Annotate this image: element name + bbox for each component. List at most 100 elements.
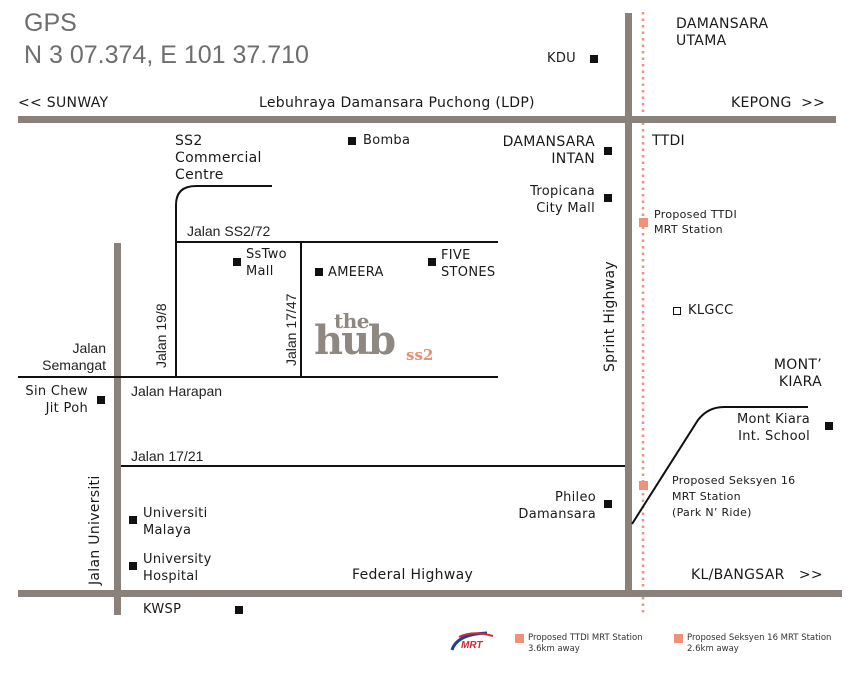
legend-ttdi-swatch-icon: [515, 634, 524, 643]
kwsp-label: KWSP: [143, 602, 182, 617]
mont-kiara-label: MONT’ KIARA: [760, 357, 822, 391]
damansara-intan-label: DAMANSARA INTAN: [480, 134, 595, 168]
logo-hub: hub: [314, 317, 396, 364]
ttdi-station-line-2: MRT Station: [654, 223, 723, 236]
five-stones-line-2: STONES: [441, 265, 496, 280]
damansara-intan-line-2: INTAN: [551, 151, 595, 167]
universiti-malaya-label: Universiti Malaya: [143, 505, 208, 539]
sin-chew-marker-icon: [97, 396, 105, 404]
damansara-utama-label: DAMANSARA UTAMA: [676, 16, 768, 50]
legend-ttdi-title: Proposed TTDI MRT Station: [528, 633, 643, 643]
federal-highway-label: Federal Highway: [352, 567, 474, 583]
s16-station-line-2: MRT Station: [672, 490, 741, 503]
tropicana-line-1: Tropicana: [530, 184, 595, 199]
uh-line-2: Hospital: [143, 569, 199, 584]
phileo-line-1: Phileo: [554, 490, 596, 505]
kdu-marker-icon: [590, 55, 598, 63]
damansara-intan-marker-icon: [604, 147, 612, 155]
jalan-semangat-line-2: Semangat: [42, 357, 106, 373]
jalan-universiti-label: Jalan Universiti: [87, 475, 103, 585]
damansara-utama-line-1: DAMANSARA: [676, 16, 769, 32]
the-hub-ss2-logo: the hub ss2: [314, 309, 454, 371]
kwsp-marker-icon: [235, 606, 243, 614]
damansara-utama-line-2: UTAMA: [676, 33, 727, 49]
tropicana-city-mall-label: Tropicana City Mall: [500, 183, 595, 217]
sprint-highway-label: Sprint Highway: [602, 261, 618, 372]
sprint-highway: [625, 13, 632, 591]
um-line-1: Universiti: [143, 506, 208, 521]
seksyen16-mrt-station-marker-icon: [639, 481, 648, 490]
sstwo-mall-marker-icon: [233, 258, 241, 266]
sin-chew-jit-poh-label: Sin Chew Jit Poh: [8, 383, 88, 417]
um-line-2: Malaya: [143, 523, 192, 538]
five-stones-line-1: FIVE: [441, 248, 471, 263]
jalan-semangat-label: Jalan Semangat: [30, 340, 106, 374]
mkis-line-1: Mont Kiara: [736, 412, 810, 427]
s16-station-line-3: (Park N’ Ride): [672, 506, 752, 519]
kdu-label: KDU: [547, 51, 576, 66]
jalan-17-47-label: Jalan 17/47: [283, 293, 299, 366]
mont-kiara-road: [631, 406, 808, 525]
phileo-damansara-label: Phileo Damansara: [500, 489, 596, 523]
five-stones-label: FIVE STONES: [441, 247, 495, 281]
kl-bangsar-direction-label: KL/BANGSAR >>: [691, 567, 823, 583]
federal-highway: [18, 590, 842, 597]
ss2-cc-line-2: Commercial: [175, 150, 262, 166]
five-stones-marker-icon: [428, 258, 436, 266]
mont-kiara-int-school-label: Mont Kiara Int. School: [720, 411, 810, 445]
uh-line-1: University: [143, 552, 212, 567]
ttdi-mrt-station-marker-icon: [639, 218, 648, 227]
jalan-universiti-highway: [114, 243, 121, 615]
klgcc-marker-icon: [673, 307, 681, 315]
ttdi-mrt-station-label: Proposed TTDI MRT Station: [654, 207, 737, 237]
universiti-malaya-marker-icon: [129, 516, 137, 524]
phileo-line-2: Damansara: [518, 507, 596, 522]
damansara-intan-line-1: DAMANSARA: [502, 134, 595, 150]
sin-chew-line-2: Jit Poh: [45, 401, 88, 416]
bomba-label: Bomba: [363, 133, 411, 148]
mrt-logo: MRT: [449, 628, 495, 654]
university-hospital-label: University Hospital: [143, 551, 212, 585]
phileo-marker-icon: [604, 500, 612, 508]
jalan-harapan-label: Jalan Harapan: [131, 383, 223, 399]
ldp-highway: [18, 116, 836, 123]
ameera-label: AMEERA: [328, 265, 384, 280]
ss2-cc-line-3: Centre: [175, 167, 224, 183]
sstwo-mall-label: SsTwo Mall: [246, 246, 287, 280]
gps-title: GPS: [24, 9, 77, 37]
tropicana-line-2: City Mall: [536, 201, 595, 216]
ttdi-station-line-1: Proposed TTDI: [654, 208, 737, 221]
mont-kiara-int-school-marker-icon: [825, 422, 833, 430]
seksyen16-mrt-station-label: Proposed Seksyen 16 MRT Station (Park N’…: [672, 473, 795, 521]
logo-ss2: ss2: [406, 346, 434, 364]
legend-seksyen16-swatch-icon: [674, 634, 683, 643]
sstwo-line-2: Mall: [246, 264, 274, 279]
ss2-commercial-centre-label: SS2 Commercial Centre: [175, 133, 262, 184]
legend-item-seksyen16: Proposed Seksyen 16 MRT Station 2.6km aw…: [687, 633, 831, 655]
mrt-swoosh-icon: [450, 631, 494, 651]
logo-the: the: [334, 309, 370, 333]
university-hospital-marker-icon: [129, 562, 137, 570]
jalan-19-8-label: Jalan 19/8: [153, 303, 169, 368]
sunway-direction-label: << SUNWAY: [18, 95, 109, 111]
legend-item-ttdi: Proposed TTDI MRT Station 3.6km away: [528, 633, 643, 655]
mkis-line-2: Int. School: [738, 429, 810, 444]
bomba-marker-icon: [348, 137, 356, 145]
mont-kiara-line-2: KIARA: [778, 374, 822, 390]
ttdi-label: TTDI: [652, 133, 685, 149]
klgcc-label: KLGCC: [688, 303, 734, 318]
kepong-direction-label: KEPONG >>: [731, 95, 826, 111]
gps-coordinates: N 3 07.374, E 101 37.710: [24, 41, 309, 69]
mrt-logo-text: MRT: [461, 640, 483, 651]
jalan-semangat-line-1: Jalan: [72, 340, 106, 356]
jalan-ss2-72-label: Jalan SS2/72: [187, 223, 271, 239]
s16-station-line-1: Proposed Seksyen 16: [672, 474, 796, 487]
ameera-marker-icon: [315, 268, 323, 276]
jalan-17-21-label: Jalan 17/21: [131, 448, 204, 464]
tropicana-marker-icon: [604, 194, 612, 202]
legend-s16-title: Proposed Seksyen 16 MRT Station: [687, 633, 832, 643]
ss2-cc-line-1: SS2: [175, 133, 203, 149]
ldp-label: Lebuhraya Damansara Puchong (LDP): [259, 95, 535, 111]
legend-s16-distance: 2.6km away: [687, 644, 739, 654]
